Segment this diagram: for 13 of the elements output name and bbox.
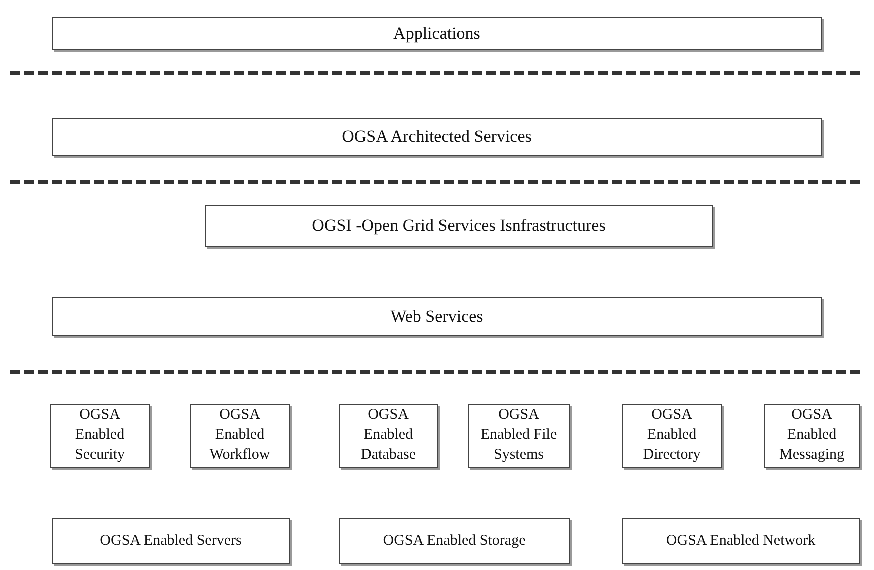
resource-box: OGSA Enabled Servers <box>52 518 290 564</box>
resource-box: OGSA Enabled Network <box>622 518 860 564</box>
layer-box: OGSA Architected Services <box>52 118 822 156</box>
service-box: OGSA Enabled Directory <box>622 404 722 468</box>
service-box: OGSA Enabled Security <box>50 404 150 468</box>
service-box: OGSA Enabled Workflow <box>190 404 290 468</box>
layer-box: Web Services <box>52 297 822 336</box>
service-box: OGSA Enabled Database <box>339 404 438 468</box>
layer-box: OGSI -Open Grid Services Isnfrastructures <box>205 205 713 247</box>
resource-box: OGSA Enabled Storage <box>339 518 570 564</box>
service-box: OGSA Enabled File Systems <box>468 404 570 468</box>
service-box: OGSA Enabled Messaging <box>764 404 860 468</box>
layer-box: Applications <box>52 17 822 50</box>
